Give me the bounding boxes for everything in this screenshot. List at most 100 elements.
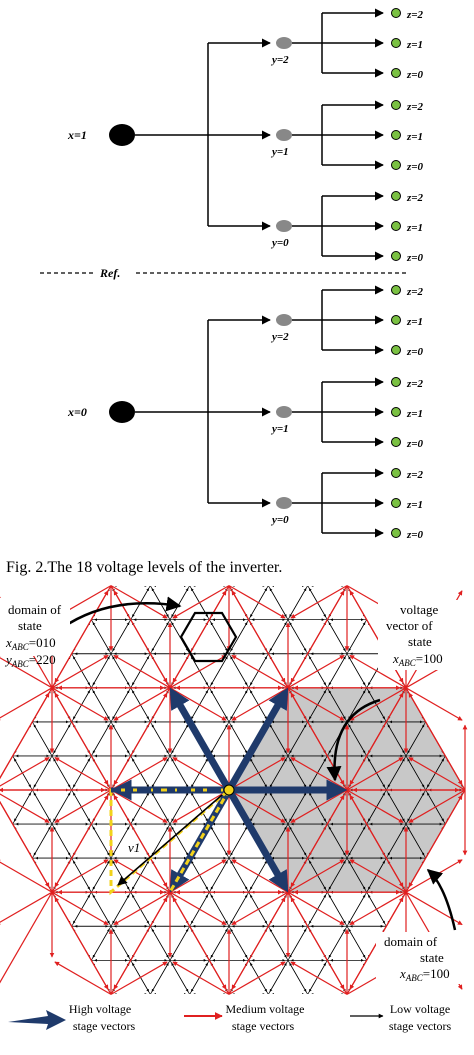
- x1-root-label: x=1: [67, 128, 87, 142]
- low-vector: [72, 656, 92, 688]
- z-leaf-node: [391, 377, 401, 387]
- low-vector: [171, 826, 190, 859]
- low-vector: [464, 857, 465, 890]
- high-vector: [169, 687, 233, 792]
- medium-vector: [54, 961, 112, 995]
- right-x-val: =100: [416, 651, 443, 666]
- low-vector: [0, 724, 13, 757]
- low-vector: [12, 687, 32, 720]
- low-vector: [71, 586, 91, 618]
- low-vector: [368, 994, 386, 1025]
- medium-vector: [346, 789, 404, 823]
- svg-text:state: state: [408, 634, 432, 649]
- z-leaf-node: [391, 100, 401, 110]
- low-vector: [72, 960, 92, 992]
- low-vector: [13, 894, 33, 927]
- medium-vector: [172, 585, 230, 619]
- low-vector: [289, 962, 308, 994]
- low-vector: [269, 823, 289, 856]
- ref-label: Ref.: [99, 266, 120, 280]
- z-leaf-label: z=1: [406, 39, 423, 51]
- medium-vector: [287, 654, 345, 689]
- low-vector: [289, 789, 308, 822]
- low-vector: [446, 826, 465, 859]
- svg-text:Medium voltage: Medium voltage: [226, 1002, 305, 1016]
- low-vector: [131, 962, 151, 994]
- z-leaf-node: [391, 468, 401, 478]
- low-vector: [347, 994, 365, 1025]
- low-vector: [289, 622, 308, 654]
- medium-vector: [0, 757, 50, 787]
- z-leaf-node: [391, 191, 401, 201]
- medium-vector: [0, 687, 53, 721]
- right-vector-line2: vector of: [386, 618, 433, 633]
- low-vector: [289, 758, 308, 791]
- medium-vector: [0, 794, 53, 893]
- center-node: [223, 784, 235, 796]
- low-vector: [308, 994, 326, 1025]
- medium-vector: [169, 891, 227, 926]
- medium-vector: [0, 793, 50, 823]
- medium-vector: [290, 896, 348, 995]
- svg-text:domain of: domain of: [8, 602, 62, 617]
- z-leaf-node: [391, 221, 401, 231]
- svg-text:state: state: [420, 950, 444, 965]
- low-vector: [249, 690, 269, 723]
- low-vector: [445, 724, 464, 757]
- medium-vector: [290, 585, 348, 684]
- low-vector: [33, 823, 53, 856]
- low-vector: [426, 792, 446, 825]
- medium-vector: [0, 692, 50, 780]
- z-leaf-node: [391, 345, 401, 355]
- right-vector-line3: state: [408, 634, 432, 649]
- medium-vector: [228, 757, 286, 791]
- bottom-domain-line1: domain of: [384, 934, 438, 949]
- low-vector: [190, 860, 210, 893]
- low-vector: [210, 622, 230, 654]
- low-vector: [150, 994, 168, 1025]
- low-vector: [71, 962, 91, 994]
- medium-vector: [228, 585, 286, 619]
- legend-medium: Medium voltage stage vectors: [184, 1002, 304, 1033]
- space-vector-diagram: v1: [0, 554, 474, 1025]
- medium-vector: [172, 961, 230, 995]
- low-vector: [426, 892, 446, 924]
- medium-vector: [0, 891, 53, 990]
- low-vector: [367, 789, 387, 822]
- medium-vector: [0, 891, 53, 925]
- z-leaf-label: z=0: [406, 438, 424, 450]
- highlight-path: v1: [109, 787, 234, 896]
- low-vector: [348, 656, 367, 688]
- y-node-label: y=2: [270, 54, 289, 66]
- low-vector: [53, 758, 72, 791]
- z-leaf-node: [391, 407, 401, 417]
- bottom-x-val: =100: [423, 966, 450, 981]
- right-annotation: voltage vector of state xABC=100: [378, 600, 474, 670]
- low-vector: [190, 588, 210, 620]
- medium-vector: [113, 859, 171, 893]
- medium-vector: [51, 891, 109, 926]
- low-vector: [465, 994, 474, 1025]
- low-vector: [387, 724, 407, 757]
- low-vector: [426, 554, 444, 585]
- low-vector: [51, 928, 71, 961]
- low-vector: [328, 622, 348, 654]
- low-vector: [151, 619, 171, 652]
- low-vector: [290, 554, 308, 585]
- legend: High voltage stage vectors Medium voltag…: [8, 1002, 451, 1033]
- low-vector: [347, 554, 365, 585]
- medium-vector: [346, 757, 404, 791]
- medium-vector: [408, 757, 466, 791]
- medium-vector: [349, 859, 407, 893]
- low-vector: [249, 653, 269, 686]
- low-vector: [348, 823, 367, 856]
- low-vector: [53, 826, 72, 859]
- low-vector: [407, 826, 426, 859]
- low-vector: [172, 994, 190, 1025]
- low-vector: [308, 960, 328, 992]
- low-vector: [131, 758, 151, 791]
- medium-vector: [287, 891, 345, 926]
- low-vector: [249, 894, 269, 927]
- low-vector: [112, 619, 131, 652]
- medium-vector: [51, 654, 109, 689]
